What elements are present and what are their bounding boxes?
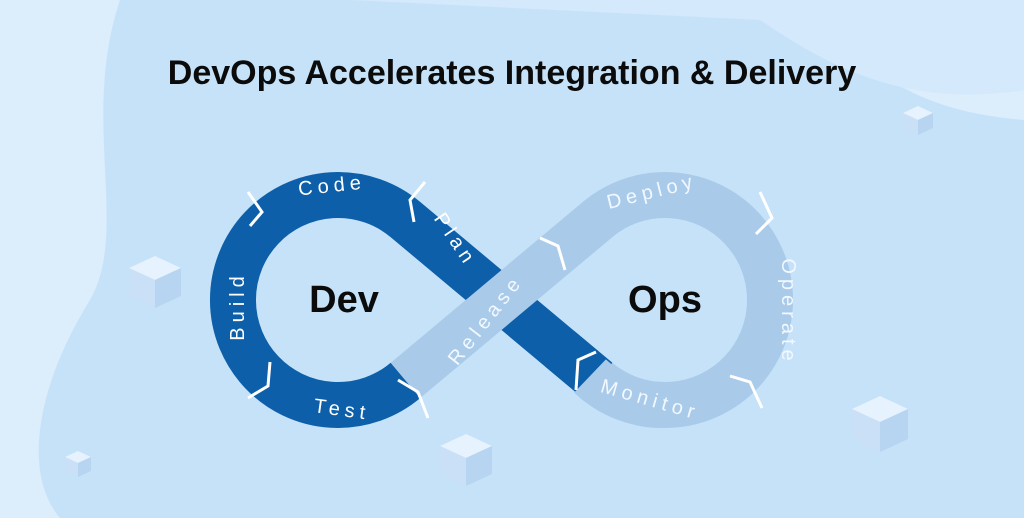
- ops-label: Ops: [628, 279, 702, 321]
- cube-icon: [65, 451, 91, 477]
- cube-icon: [852, 396, 908, 452]
- background-blob-top: [350, 0, 1024, 95]
- ops-loop-band-monitor: [574, 358, 666, 428]
- stage-separators: [246, 181, 774, 419]
- dev-loop-band: [209, 172, 613, 428]
- cube-icon: [440, 434, 492, 486]
- stage-build: Build: [227, 271, 249, 340]
- page-title: DevOps Accelerates Integration & Deliver…: [168, 54, 857, 92]
- ops-loop-band: [390, 172, 794, 428]
- stage-operate: Operate: [777, 258, 799, 365]
- cube-icon: [129, 256, 181, 308]
- dev-label: Dev: [309, 279, 379, 321]
- cube-icon: [903, 106, 933, 135]
